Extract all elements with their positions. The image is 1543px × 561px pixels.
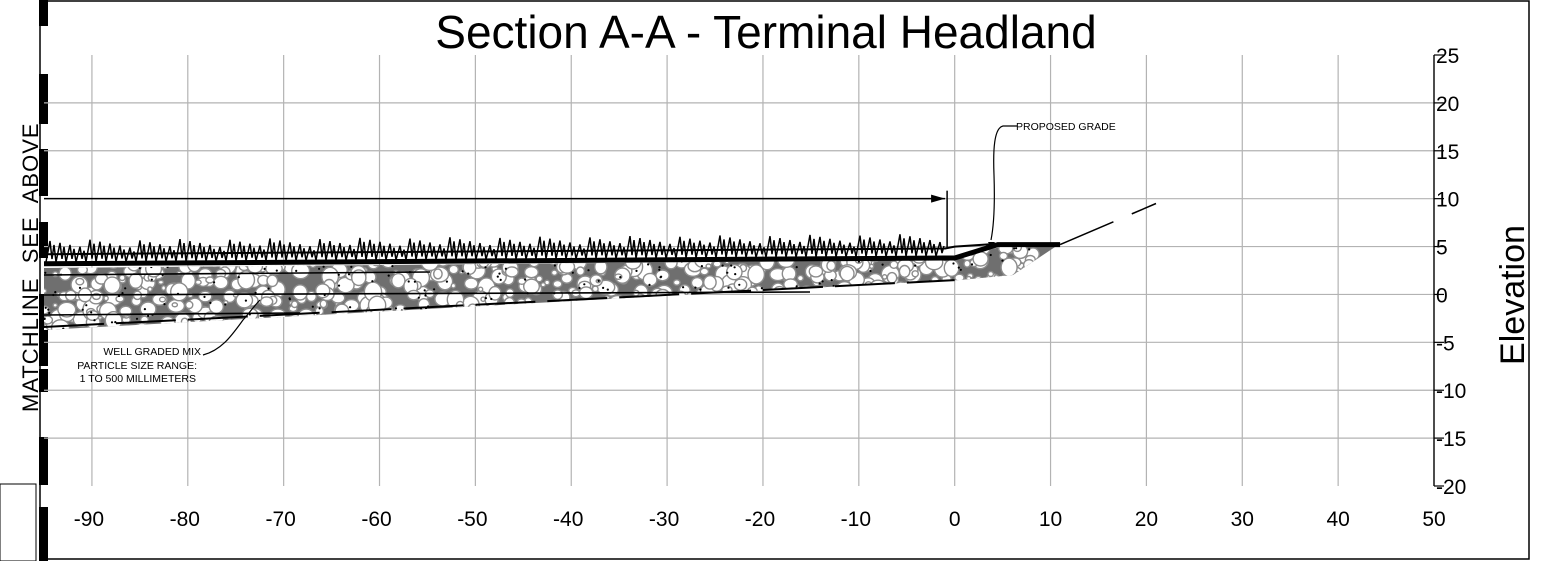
x-tick-label: 0 (949, 508, 961, 531)
dimension-arrow (931, 194, 946, 203)
matchline-bar (39, 74, 48, 124)
y-tick-label: 20 (1436, 93, 1459, 116)
fill-course-line (43, 312, 301, 316)
matchline-bar (39, 437, 48, 485)
x-tick-label: -40 (553, 508, 583, 531)
y-tick-label: -5 (1436, 332, 1455, 355)
matchline-label: MATCHLINE SEE ABOVE (18, 122, 43, 412)
y-tick-label: 10 (1436, 189, 1459, 212)
x-tick-label: -90 (74, 508, 104, 531)
y-tick-label: 5 (1436, 237, 1448, 260)
y-tick-label: -15 (1436, 428, 1466, 451)
proposed-grade-leader (990, 125, 1017, 241)
y-tick-label: 0 (1436, 284, 1448, 307)
mix-label-line1: WELL GRADED MIX (103, 346, 201, 358)
y-tick-label: 15 (1436, 141, 1459, 164)
x-tick-label: -20 (745, 508, 775, 531)
existing-surface-line (43, 242, 998, 256)
x-tick-label: -80 (170, 508, 200, 531)
section-title: Section A-A - Terminal Headland (435, 6, 1096, 58)
mix-leader (202, 299, 261, 356)
matchline-bar (39, 222, 48, 258)
x-tick-label: 10 (1039, 508, 1062, 531)
fill-layer-lines (43, 271, 811, 316)
x-tick-label: 40 (1326, 508, 1349, 531)
matchline-bar (39, 369, 48, 392)
proposed-grade-label: PROPOSED GRADE (1016, 121, 1116, 133)
leader-arrow (988, 242, 995, 248)
x-axis-ticks: -90 -80 -70 -60 -50 -40 -30 -20 -10 0 10 20 30 40 50 (74, 508, 1446, 531)
proposed-grade-line (43, 242, 1061, 267)
adjacent-sheet-frame (0, 483, 37, 561)
vegetation-symbol (45, 234, 945, 263)
existing-grade-extension (1059, 202, 1157, 246)
matchline-bar (39, 149, 48, 196)
x-tick-label: 50 (1422, 508, 1445, 531)
fill-course-line (43, 271, 431, 276)
x-tick-label: -30 (649, 508, 679, 531)
x-tick-label: 20 (1135, 508, 1158, 531)
mix-label-line2: PARTICLE SIZE RANGE: (77, 360, 197, 372)
matchline-bar (39, 294, 48, 366)
y-axis-ticks: 25 20 15 10 5 0 -5 -10 -15 -20 (1434, 45, 1466, 499)
x-tick-label: -50 (457, 508, 487, 531)
y-tick-label: -10 (1436, 380, 1466, 403)
fill-course-line (43, 291, 811, 296)
x-tick-label: -60 (361, 508, 391, 531)
y-tick-label: -20 (1436, 476, 1466, 499)
mix-label-line3: 1 TO 500 MILLIMETERS (80, 373, 196, 385)
x-tick-label: -10 (841, 508, 871, 531)
x-tick-label: 30 (1231, 508, 1254, 531)
y-tick-label: 25 (1436, 45, 1459, 68)
y-axis-label: Elevation (1494, 225, 1532, 365)
matchline-bar (39, 0, 48, 26)
x-tick-label: -70 (265, 508, 295, 531)
matchline-bars (39, 0, 48, 561)
matchline-bar (39, 507, 48, 561)
fill-bottom-line (43, 279, 955, 328)
